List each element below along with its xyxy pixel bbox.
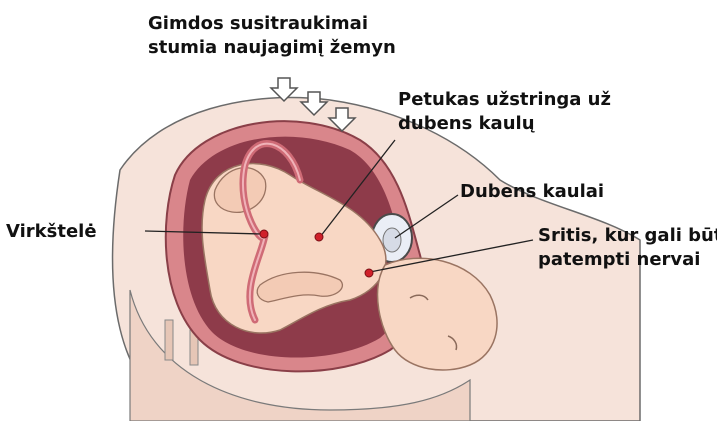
label-nerves-line2: patempti nervai xyxy=(538,248,717,272)
marker-cord xyxy=(260,230,268,238)
marker-shoulder xyxy=(315,233,323,241)
label-cord: Virkštelė xyxy=(6,220,97,244)
label-shoulder-line2: dubens kaulų xyxy=(398,112,611,136)
label-contractions-line1: Gimdos susitraukimai xyxy=(148,12,396,36)
label-shoulder: Petukas užstringa už dubens kaulų xyxy=(398,88,611,136)
label-nerves-line1: Sritis, kur gali būti xyxy=(538,224,717,248)
marker-nerves xyxy=(365,269,373,277)
label-pelvic-bones: Dubens kaulai xyxy=(460,180,604,204)
label-contractions-line2: stumia naujagimį žemyn xyxy=(148,36,396,60)
label-contractions: Gimdos susitraukimai stumia naujagimį že… xyxy=(148,12,396,60)
label-shoulder-line1: Petukas užstringa už xyxy=(398,88,611,112)
label-nerves: Sritis, kur gali būti patempti nervai xyxy=(538,224,717,272)
